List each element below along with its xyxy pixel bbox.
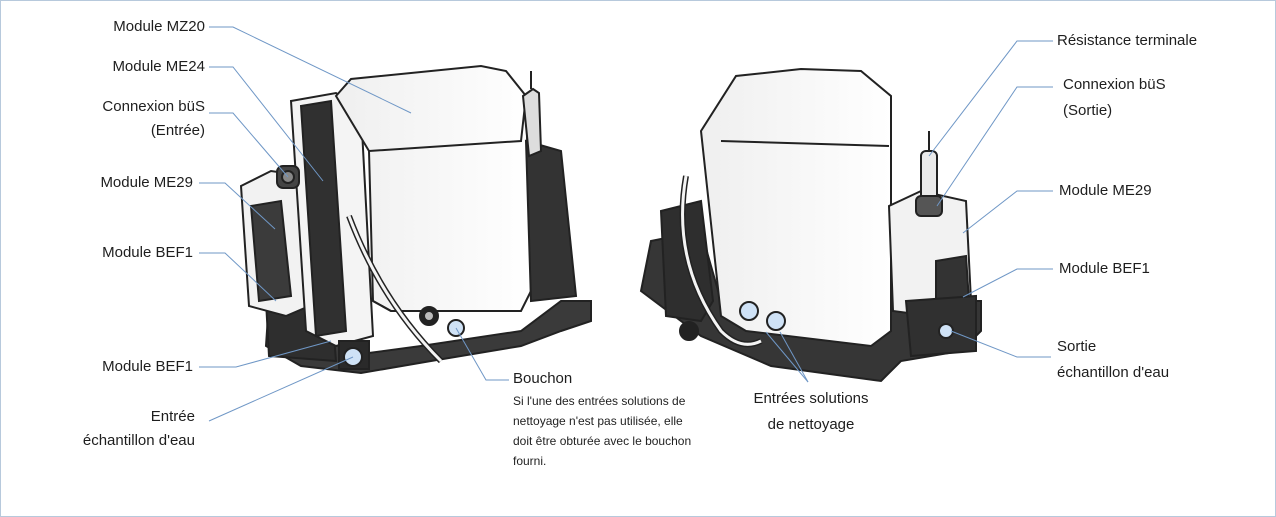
right-mz20-body [699,67,892,348]
right-device [639,67,982,383]
right-water-outlet [938,323,954,339]
label-water-out-1: Sortie [1057,338,1097,355]
leader-me29-right [962,190,1053,234]
leader-me29-left [199,182,276,230]
label-mz20: Module MZ20 [113,18,205,35]
leader-bus-in [209,112,289,178]
label-water-out-2: échantillon d'eau [1057,364,1170,381]
leader-clean-1 [765,331,809,383]
leader-bef1-left-top [199,252,277,302]
label-water-in-2: échantillon d'eau [82,432,195,449]
label-clean-in-1: Entrées solutions [753,390,869,407]
label-bus-in-2: (Entrée) [150,122,205,139]
label-me29-left: Module ME29 [100,174,193,191]
label-plug-note: Si l'une des entrées solutions de nettoy… [513,394,692,468]
leader-water-out [950,330,1051,358]
label-bef1-left-top: Module BEF1 [102,244,193,261]
leader-plug [455,327,509,381]
label-bef1-left-bottom: Module BEF1 [102,358,193,375]
label-bef1-right: Module BEF1 [1059,260,1150,277]
label-plug-title: Bouchon [513,370,573,387]
left-device [239,64,592,375]
label-bus-out-1: Connexion büS [1063,76,1166,93]
leader-bef1-right [962,268,1053,298]
label-bus-out-2: (Sortie) [1063,102,1113,119]
leader-bus-out [936,86,1053,207]
left-probe [521,87,543,158]
label-me29-right: Module ME29 [1059,182,1152,199]
leader-water-in [208,356,354,422]
label-me24: Module ME24 [112,58,205,75]
leader-clean-2 [779,331,809,383]
label-clean-in-2: de nettoyage [767,416,855,433]
right-clean-port-1 [739,301,759,321]
label-water-in-1: Entrée [150,408,195,425]
right-bus-connector [915,195,943,217]
leader-me24 [209,66,324,182]
label-bus-in-1: Connexion büS [102,98,205,115]
label-terminal-res: Résistance terminale [1057,32,1198,49]
leader-bef1-left-bottom [199,340,332,368]
right-clean-port-2 [766,311,786,331]
right-terminal-resistor [920,150,938,202]
leader-lines [199,26,1053,422]
leader-terminal-res [928,40,1053,157]
leader-mz20 [209,26,412,114]
